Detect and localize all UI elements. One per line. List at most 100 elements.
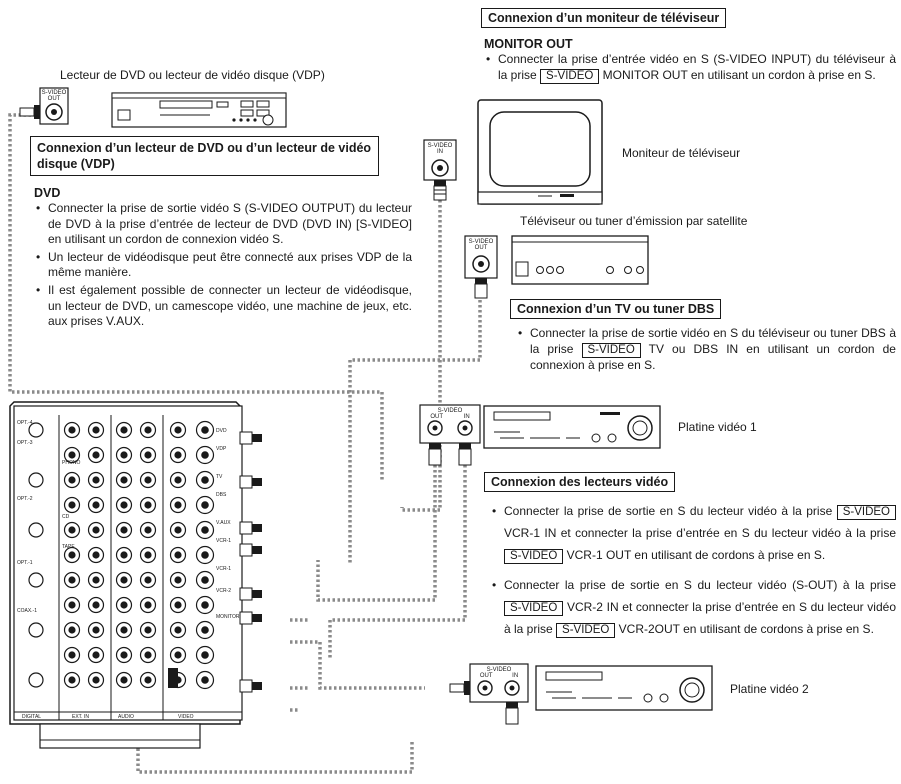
panel-label-opt: OPT.-4 xyxy=(17,420,33,426)
video-jack-center xyxy=(174,451,182,459)
panel-label-vcr2: VCR-2 xyxy=(216,588,231,594)
panel-label-vaux: V.AUX xyxy=(216,520,231,526)
rca-jack-center xyxy=(120,551,128,559)
dvd-instruction-2: Un lecteur de vidéodisque peut être conn… xyxy=(34,250,412,281)
rca-jack-center xyxy=(92,501,100,509)
rca-jack-center xyxy=(68,426,76,434)
panel-label-coax: COAX.-1 xyxy=(17,608,37,614)
digital-jack xyxy=(28,472,44,488)
digital-jack xyxy=(28,522,44,538)
vcr1-label: Platine vidéo 1 xyxy=(678,420,757,434)
dvd-device-caption: Lecteur de DVD ou lecteur de vidéo disqu… xyxy=(60,68,325,82)
rca-jack-center xyxy=(144,626,152,634)
s-video-key: S-VIDEO xyxy=(540,68,600,84)
rca-jack-center xyxy=(144,651,152,659)
s-video-jack-center xyxy=(201,626,209,634)
rca-jack-center xyxy=(144,601,152,609)
rca-jack-center xyxy=(144,501,152,509)
rca-jack-center xyxy=(92,551,100,559)
cable-tv-tuner xyxy=(348,290,482,563)
rca-jack-center xyxy=(92,476,100,484)
panel-label-opt1: OPT.-1 xyxy=(17,560,33,566)
panel-label-monitor: MONITOR xyxy=(216,614,240,620)
panel-label-dbs: DBS xyxy=(216,492,227,498)
rca-jack-center xyxy=(92,451,100,459)
rca-jack-center xyxy=(92,626,100,634)
cable-tv-monitor xyxy=(400,200,442,512)
s-video-jack-center xyxy=(201,426,209,434)
dvd-instructions: Connecter la prise de sortie vidéo S (S-… xyxy=(34,201,412,332)
tv-tuner-instruction-1: Connecter la prise de sortie vidéo en S … xyxy=(516,326,896,373)
vcr2-label: Platine vidéo 2 xyxy=(730,682,809,696)
rca-jack-center xyxy=(92,576,100,584)
panel-label-tape: TAPE xyxy=(62,544,75,550)
rca-jack-center xyxy=(120,501,128,509)
cable-vcr1-out xyxy=(316,440,437,602)
rca-jack-center xyxy=(68,501,76,509)
rca-jack-center xyxy=(68,551,76,559)
video-jack-center xyxy=(174,651,182,659)
rca-jack-center xyxy=(144,526,152,534)
s-video-key: S-VIDEO xyxy=(581,342,641,358)
rca-jack-center xyxy=(120,576,128,584)
panel-label-phono: PHONO xyxy=(62,460,80,466)
rca-jack-center xyxy=(92,651,100,659)
rca-jack-center xyxy=(68,476,76,484)
rca-jack-center xyxy=(68,676,76,684)
panel-label-video: VIDEO xyxy=(178,714,194,720)
s-video-key: S-VIDEO xyxy=(836,505,896,520)
tv-monitor-heading: Connexion d’un moniteur de téléviseur xyxy=(481,8,727,28)
s-video-jack-center xyxy=(201,651,209,659)
panel-label-vcr1: VCR-1 xyxy=(216,538,231,544)
tv-monitor xyxy=(477,99,603,205)
rca-jack-center xyxy=(68,651,76,659)
rca-jack-center xyxy=(68,451,76,459)
vcr-1 xyxy=(483,405,661,449)
s-video-jack-center xyxy=(201,601,209,609)
dvd-instruction-3: Il est également possible de connecter u… xyxy=(34,283,412,330)
digital-jack xyxy=(28,622,44,638)
panel-label-vdp: VDP xyxy=(216,446,227,452)
svideo-jacks xyxy=(195,420,215,690)
rca-jack-center xyxy=(68,526,76,534)
rca-jack-center xyxy=(144,426,152,434)
s-video-jack-center xyxy=(201,676,209,684)
receiver-plugs xyxy=(168,431,262,693)
panel-label-digital: DIGITAL xyxy=(22,714,41,720)
rca-jack-center xyxy=(92,676,100,684)
video-jack-center xyxy=(174,476,182,484)
dvd-instruction-1: Connecter la prise de sortie vidéo S (S-… xyxy=(34,201,412,248)
rca-jack-center xyxy=(120,601,128,609)
video-jack-center xyxy=(174,526,182,534)
s-video-key: S-VIDEO xyxy=(504,601,564,616)
digital-jack xyxy=(28,672,44,688)
vcr-instruction-2: Connecter la prise de sortie en S du lec… xyxy=(490,574,896,640)
tuner-jack-box xyxy=(464,235,498,299)
s-video-key: S-VIDEO xyxy=(504,549,564,564)
video-jack-center xyxy=(174,626,182,634)
tv-monitor-label: Moniteur de téléviseur xyxy=(622,146,741,160)
rca-jack-center xyxy=(92,601,100,609)
vcr-2 xyxy=(535,665,713,711)
s-video-jack-center xyxy=(201,451,209,459)
receiver-back-panel: DIGITAL EXT. IN AUDIO VIDEO OPT.-4 OPT.-… xyxy=(9,401,243,749)
monitor-instructions: Connecter la prise d’entrée vidéo en S (… xyxy=(484,52,896,86)
dvd-subheading: DVD xyxy=(34,186,61,200)
s-video-jack-center xyxy=(201,476,209,484)
panel-label-tv: TV xyxy=(216,474,223,480)
s-video-jack-center xyxy=(201,576,209,584)
cable-vcr2-in xyxy=(290,640,425,690)
rca-jack-center xyxy=(144,551,152,559)
monitor-out-subheading: MONITOR OUT xyxy=(484,37,573,51)
digital-jack xyxy=(28,422,44,438)
tv-tuner-heading: Connexion d’un TV ou tuner DBS xyxy=(510,299,722,319)
rca-jack-center xyxy=(92,426,100,434)
rca-jack-center xyxy=(120,426,128,434)
s-video-key: S-VIDEO xyxy=(556,623,616,638)
panel-label-opt2: OPT.-2 xyxy=(17,496,33,502)
video-jack-center xyxy=(174,576,182,584)
monitor-in-jack xyxy=(423,139,457,201)
